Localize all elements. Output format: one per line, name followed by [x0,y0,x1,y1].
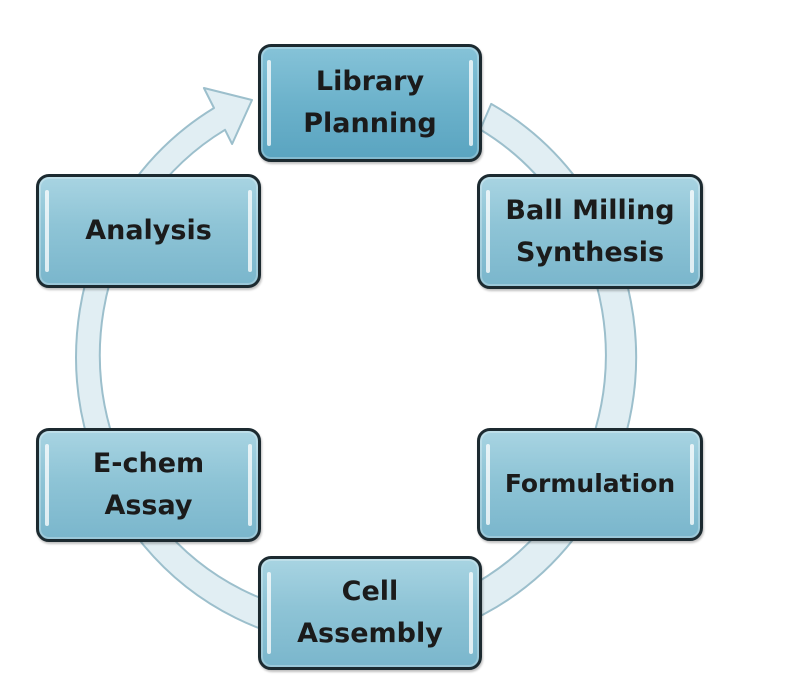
stage-ball-milling-synthesis: Ball Milling Synthesis [477,174,703,289]
stage-analysis: Analysis [36,174,261,288]
stage-label: E-chem Assay [92,448,205,521]
stage-cell-assembly: Cell Assembly [258,556,482,670]
stage-label: Ball Milling Synthesis [505,194,675,268]
stage-label: Library Planning [303,66,437,139]
stage-library-planning: Library Planning [258,44,482,162]
stage-e-chem-assay: E-chem Assay [36,428,261,542]
stage-label: Analysis [85,215,212,247]
stage-label: Formulation [504,469,676,499]
stage-label: Cell Assembly [297,576,443,649]
stage-formulation: Formulation [477,428,703,541]
